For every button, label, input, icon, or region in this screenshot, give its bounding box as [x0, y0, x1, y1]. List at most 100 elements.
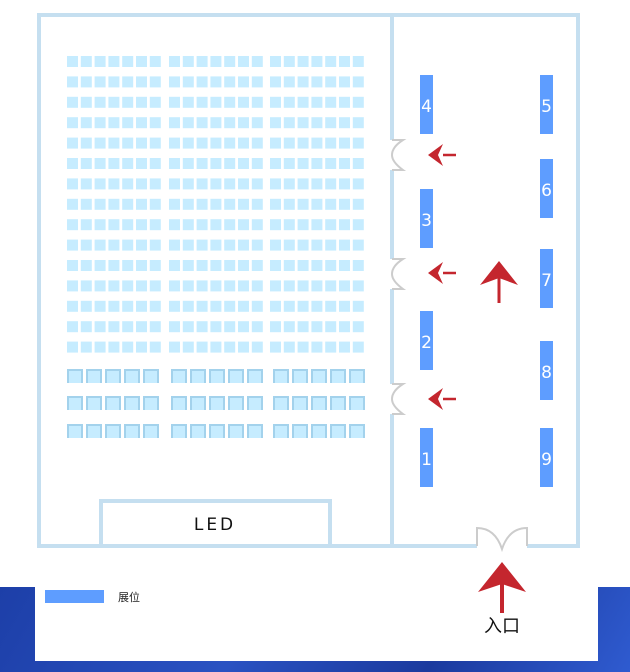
- seat: [169, 96, 180, 108]
- seat: [297, 56, 309, 67]
- seat: [270, 239, 281, 251]
- seat: [283, 137, 295, 149]
- seat: [67, 341, 78, 353]
- seat: [80, 198, 92, 210]
- seat: [270, 56, 281, 67]
- led-screen-box: [99, 499, 332, 548]
- seat: [283, 300, 295, 312]
- seat: [210, 117, 222, 129]
- chair: [86, 369, 102, 383]
- seat: [108, 198, 120, 210]
- booths: 1 2 3 4 5 6 7 8 9: [420, 75, 553, 487]
- seat: [94, 158, 106, 169]
- booth-3[interactable]: 3: [420, 189, 433, 248]
- seat: [94, 300, 106, 312]
- seat: [80, 56, 92, 67]
- seat: [325, 219, 337, 231]
- seat: [238, 137, 249, 149]
- chair: [349, 369, 365, 383]
- seat: [224, 76, 236, 88]
- seat: [182, 219, 194, 231]
- seat: [80, 117, 92, 129]
- seat: [169, 76, 180, 88]
- seat: [108, 56, 120, 67]
- seat: [270, 137, 281, 149]
- seat: [94, 280, 106, 292]
- seat: [224, 239, 236, 251]
- seat: [210, 219, 222, 231]
- seat: [352, 178, 364, 190]
- seat: [196, 158, 208, 169]
- seat: [339, 280, 350, 292]
- booth-5[interactable]: 5: [540, 75, 553, 134]
- seat: [251, 219, 263, 231]
- seat: [251, 96, 263, 108]
- seat: [210, 198, 222, 210]
- seat: [122, 178, 134, 190]
- booth-number: 5: [541, 97, 552, 117]
- seat: [283, 239, 295, 251]
- seat: [108, 219, 120, 231]
- chair: [124, 369, 140, 383]
- seat: [67, 117, 78, 129]
- chair: [330, 396, 346, 410]
- seat: [182, 341, 194, 353]
- seat: [94, 198, 106, 210]
- seat: [251, 178, 263, 190]
- seat: [270, 158, 281, 169]
- seat: [311, 341, 323, 353]
- booth-number: 4: [421, 97, 432, 117]
- seat: [270, 178, 281, 190]
- seat: [182, 260, 194, 271]
- booth-4[interactable]: 4: [420, 75, 433, 134]
- arrow-left-icon: [428, 388, 456, 410]
- seat: [238, 56, 249, 67]
- entrance-arrow-up-icon: [478, 562, 526, 613]
- booth-7[interactable]: 7: [540, 249, 553, 308]
- seat: [270, 260, 281, 271]
- chair: [273, 396, 289, 410]
- booth-9[interactable]: 9: [540, 428, 553, 487]
- seat: [149, 239, 161, 251]
- seat: [182, 300, 194, 312]
- seat: [67, 137, 78, 149]
- chair: [86, 396, 102, 410]
- seat: [238, 76, 249, 88]
- seat: [270, 300, 281, 312]
- chair: [311, 424, 327, 438]
- chair: [292, 424, 308, 438]
- seat: [311, 300, 323, 312]
- seat: [80, 76, 92, 88]
- seat: [136, 198, 147, 210]
- booth-6[interactable]: 6: [540, 159, 553, 218]
- booth-8[interactable]: 8: [540, 341, 553, 400]
- booth-1[interactable]: 1: [420, 428, 433, 487]
- chair: [171, 369, 187, 383]
- seat: [122, 96, 134, 108]
- seat: [251, 198, 263, 210]
- booth-number: 8: [541, 363, 552, 383]
- seat: [196, 239, 208, 251]
- seat: [325, 341, 337, 353]
- seat: [108, 158, 120, 169]
- seat: [297, 300, 309, 312]
- seat: [224, 56, 236, 67]
- seat: [283, 321, 295, 333]
- seat: [169, 137, 180, 149]
- seat: [196, 117, 208, 129]
- seat: [297, 198, 309, 210]
- seat: [224, 137, 236, 149]
- seat: [169, 239, 180, 251]
- seat: [136, 239, 147, 251]
- seat: [169, 341, 180, 353]
- seat: [196, 56, 208, 67]
- booth-2[interactable]: 2: [420, 311, 433, 370]
- seat: [339, 219, 350, 231]
- seat: [196, 280, 208, 292]
- seat: [67, 178, 78, 190]
- chair: [273, 369, 289, 383]
- seat: [251, 341, 263, 353]
- seat: [169, 178, 180, 190]
- booth-number: 3: [421, 211, 432, 231]
- seat: [224, 158, 236, 169]
